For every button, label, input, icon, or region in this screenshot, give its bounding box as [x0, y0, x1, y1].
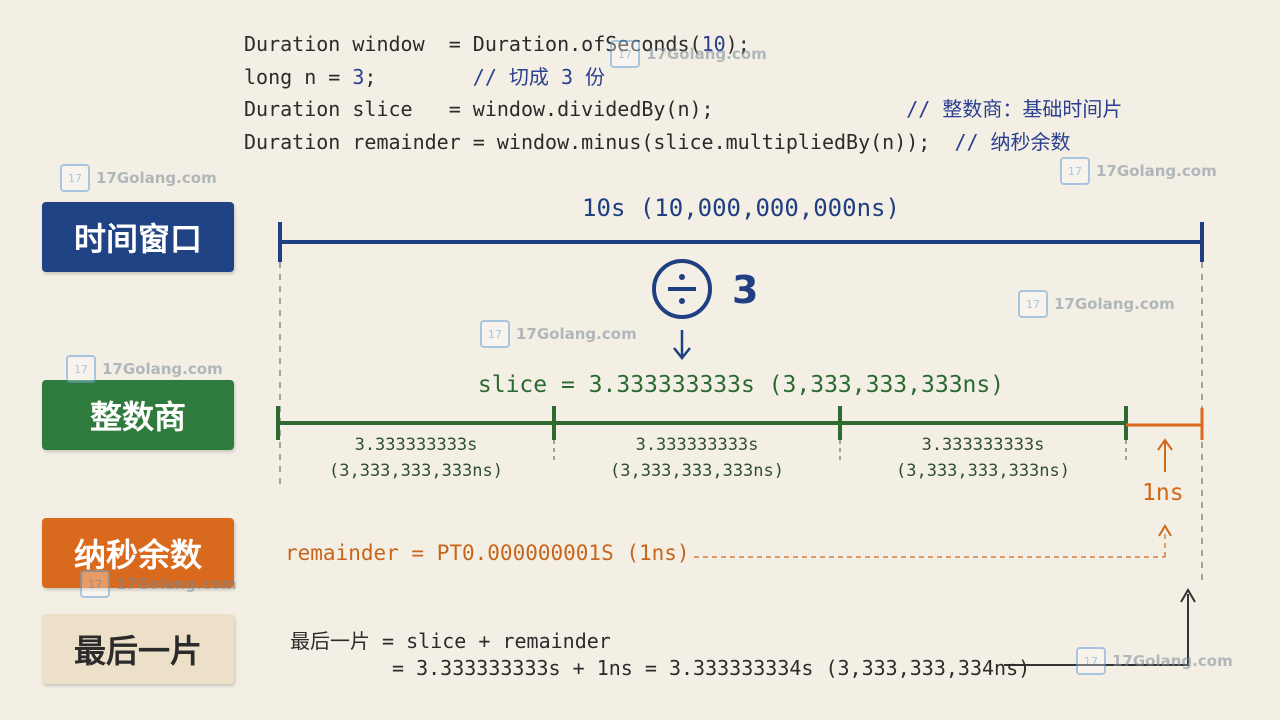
final-arrow	[1004, 594, 1189, 666]
segment-label: 3.333333333s (3,333,333,333ns)	[896, 435, 1070, 481]
17golang-logo-icon: 17	[60, 164, 90, 192]
divisor-value: 3	[732, 268, 759, 312]
final-formula-line-1: 最后一片 = slice + remainder	[290, 629, 611, 653]
divide-icon	[652, 259, 712, 319]
remainder-value: remainder = PT0.000000001S (1ns)	[285, 541, 690, 565]
17golang-logo-icon: 17	[1018, 290, 1048, 318]
window-value: 10s (10,000,000,000ns)	[582, 194, 900, 222]
code-block: Duration window = Duration.ofSeconds(10)…	[244, 28, 1122, 158]
slice-value: slice = 3.333333333s (3,333,333,333ns)	[477, 372, 1005, 398]
final-formula-line-2: = 3.333333333s + 1ns = 3.333333334s (3,3…	[392, 656, 1031, 680]
label-last-slice: 最后一片	[42, 614, 234, 684]
17golang-logo-icon: 17	[1060, 157, 1090, 185]
17golang-logo-icon: 17	[480, 320, 510, 348]
label-nanosecond-remainder: 纳秒余数	[42, 518, 234, 588]
17golang-logo-icon: 17	[66, 355, 96, 383]
code-line-4: Duration remainder = window.minus(slice.…	[244, 129, 1071, 154]
17golang-logo-icon: 17	[1076, 647, 1106, 675]
segment-label: 3.333333333s (3,333,333,333ns)	[329, 435, 503, 481]
label-time-window: 时间窗口	[42, 202, 234, 272]
17golang-logo-icon: 17	[80, 570, 110, 598]
17golang-logo-icon: 17	[610, 40, 640, 68]
code-line-2: long n = 3; // 切成 3 份	[244, 64, 606, 89]
code-line-3: Duration slice = window.dividedBy(n); //…	[244, 97, 1123, 121]
remainder-piece-label: 1ns	[1142, 480, 1184, 506]
label-integer-quotient: 整数商	[42, 380, 234, 450]
code-line-1: Duration window = Duration.ofSeconds(10)…	[244, 32, 750, 56]
segment-label: 3.333333333s (3,333,333,333ns)	[610, 435, 784, 481]
